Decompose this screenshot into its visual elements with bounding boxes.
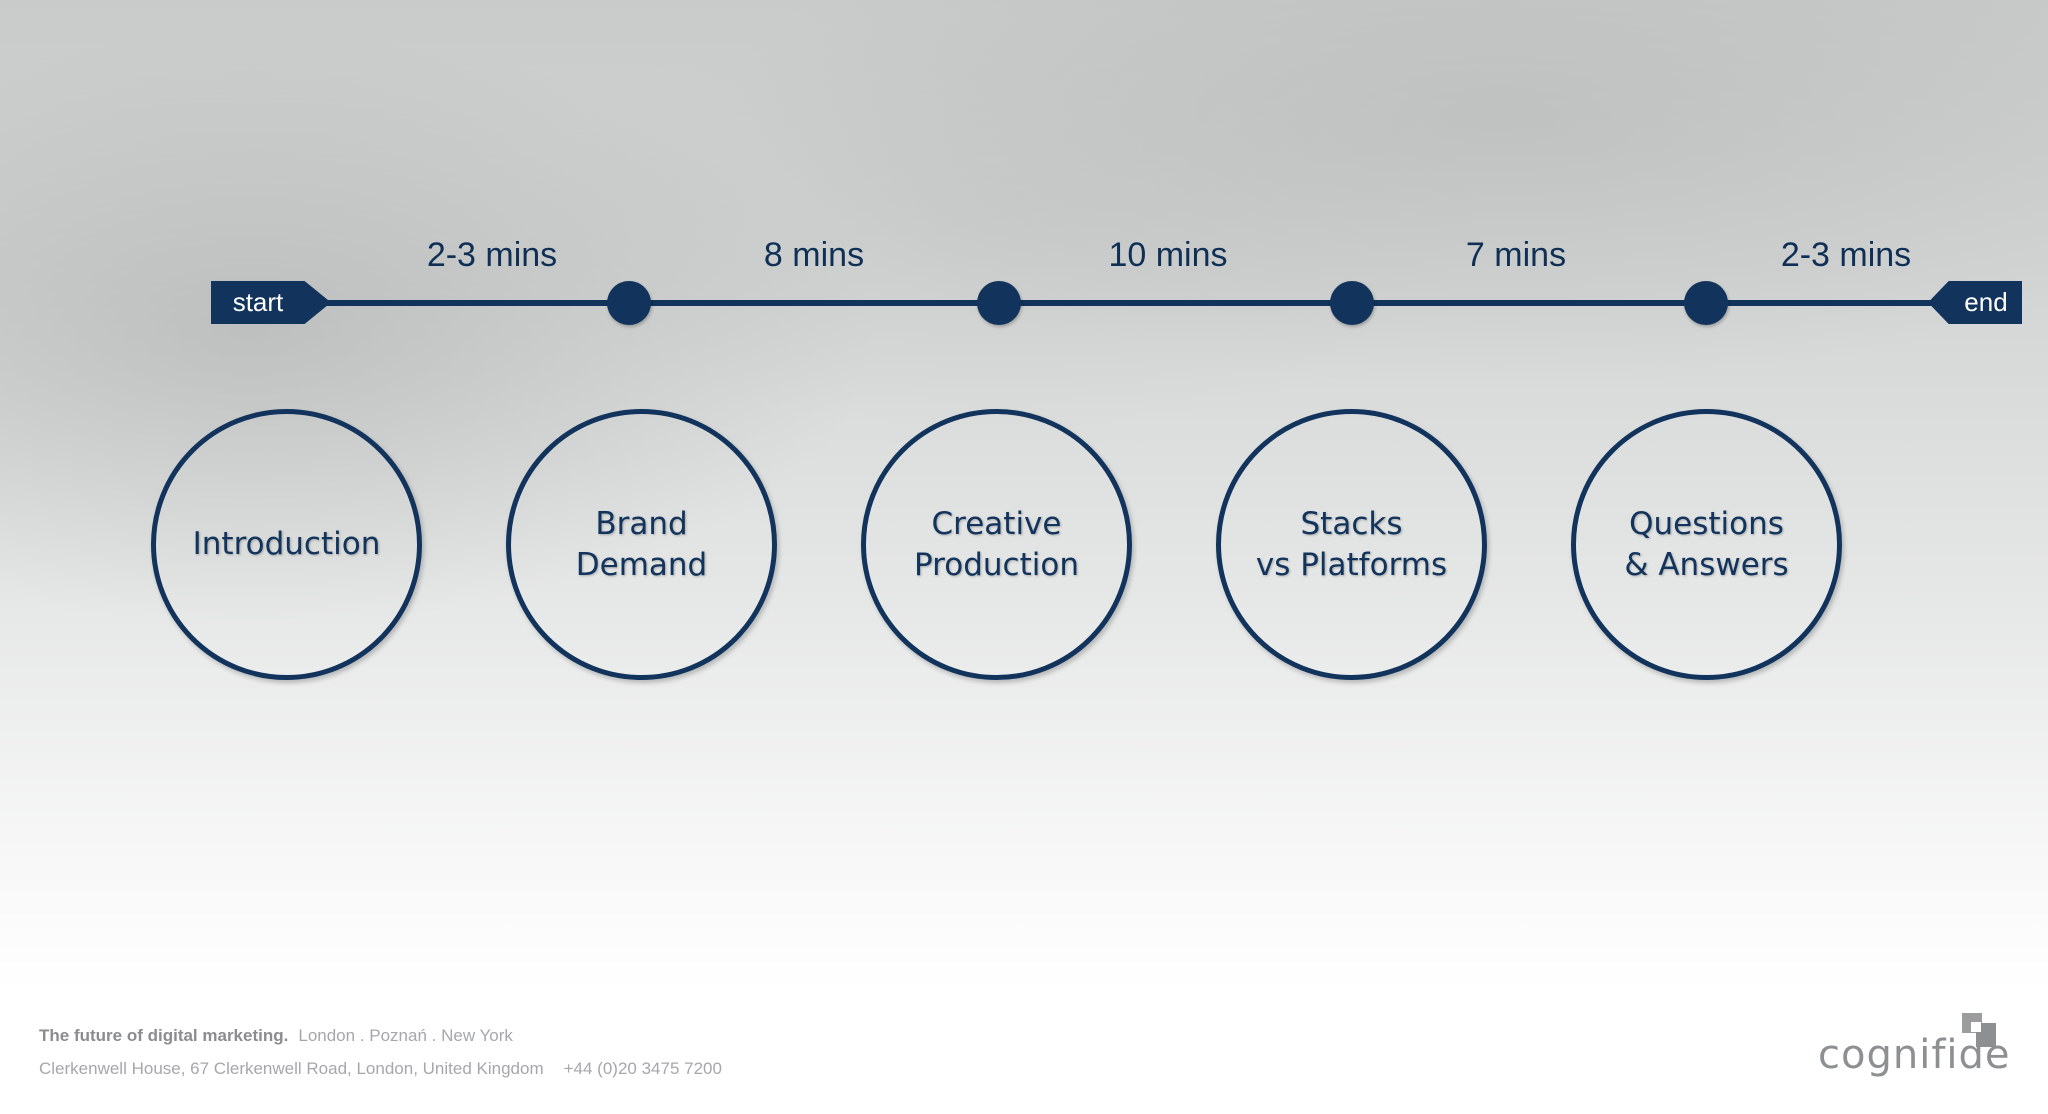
start-marker: start bbox=[211, 281, 331, 324]
footer-contact-line: Clerkenwell House, 67 Clerkenwell Road, … bbox=[39, 1059, 722, 1079]
timeline-node bbox=[1684, 281, 1728, 325]
duration-label: 2-3 mins bbox=[1780, 236, 1912, 274]
section-circle-creative-production: Creative Production bbox=[861, 409, 1132, 680]
cognifide-logo-icon bbox=[1962, 1013, 1996, 1047]
duration-label: 8 mins bbox=[763, 236, 865, 274]
end-label: end bbox=[1964, 287, 2008, 317]
timeline-node bbox=[607, 281, 651, 325]
section-label: Brand Demand bbox=[575, 505, 708, 583]
footer-tagline-line: The future of digital marketing. London .… bbox=[39, 1026, 513, 1046]
footer-tagline: The future of digital marketing. bbox=[39, 1026, 289, 1045]
start-label: start bbox=[232, 287, 284, 317]
duration-label: 7 mins bbox=[1465, 236, 1567, 274]
end-marker: end bbox=[1928, 281, 2022, 324]
footer-cities: London . Poznań . New York bbox=[298, 1026, 513, 1045]
section-label: Introduction bbox=[192, 526, 381, 562]
section-circle-brand-demand: Brand Demand bbox=[506, 409, 777, 680]
timeline-node bbox=[977, 281, 1021, 325]
footer-address: Clerkenwell House, 67 Clerkenwell Road, … bbox=[39, 1059, 544, 1078]
section-label: Creative Production bbox=[914, 505, 1079, 583]
timeline-line bbox=[320, 300, 1935, 306]
section-label: Questions & Answers bbox=[1624, 505, 1789, 583]
footer-phone: +44 (0)20 3475 7200 bbox=[563, 1059, 722, 1078]
section-circle-stacks-vs-platforms: Stacks vs Platforms bbox=[1216, 409, 1487, 680]
section-circle-introduction: Introduction bbox=[151, 409, 422, 680]
timeline-node bbox=[1330, 281, 1374, 325]
duration-label: 10 mins bbox=[1108, 236, 1228, 274]
duration-label: 2-3 mins bbox=[426, 236, 558, 274]
section-circle-questions-answers: Questions & Answers bbox=[1571, 409, 1842, 680]
section-label: Stacks vs Platforms bbox=[1255, 505, 1448, 583]
